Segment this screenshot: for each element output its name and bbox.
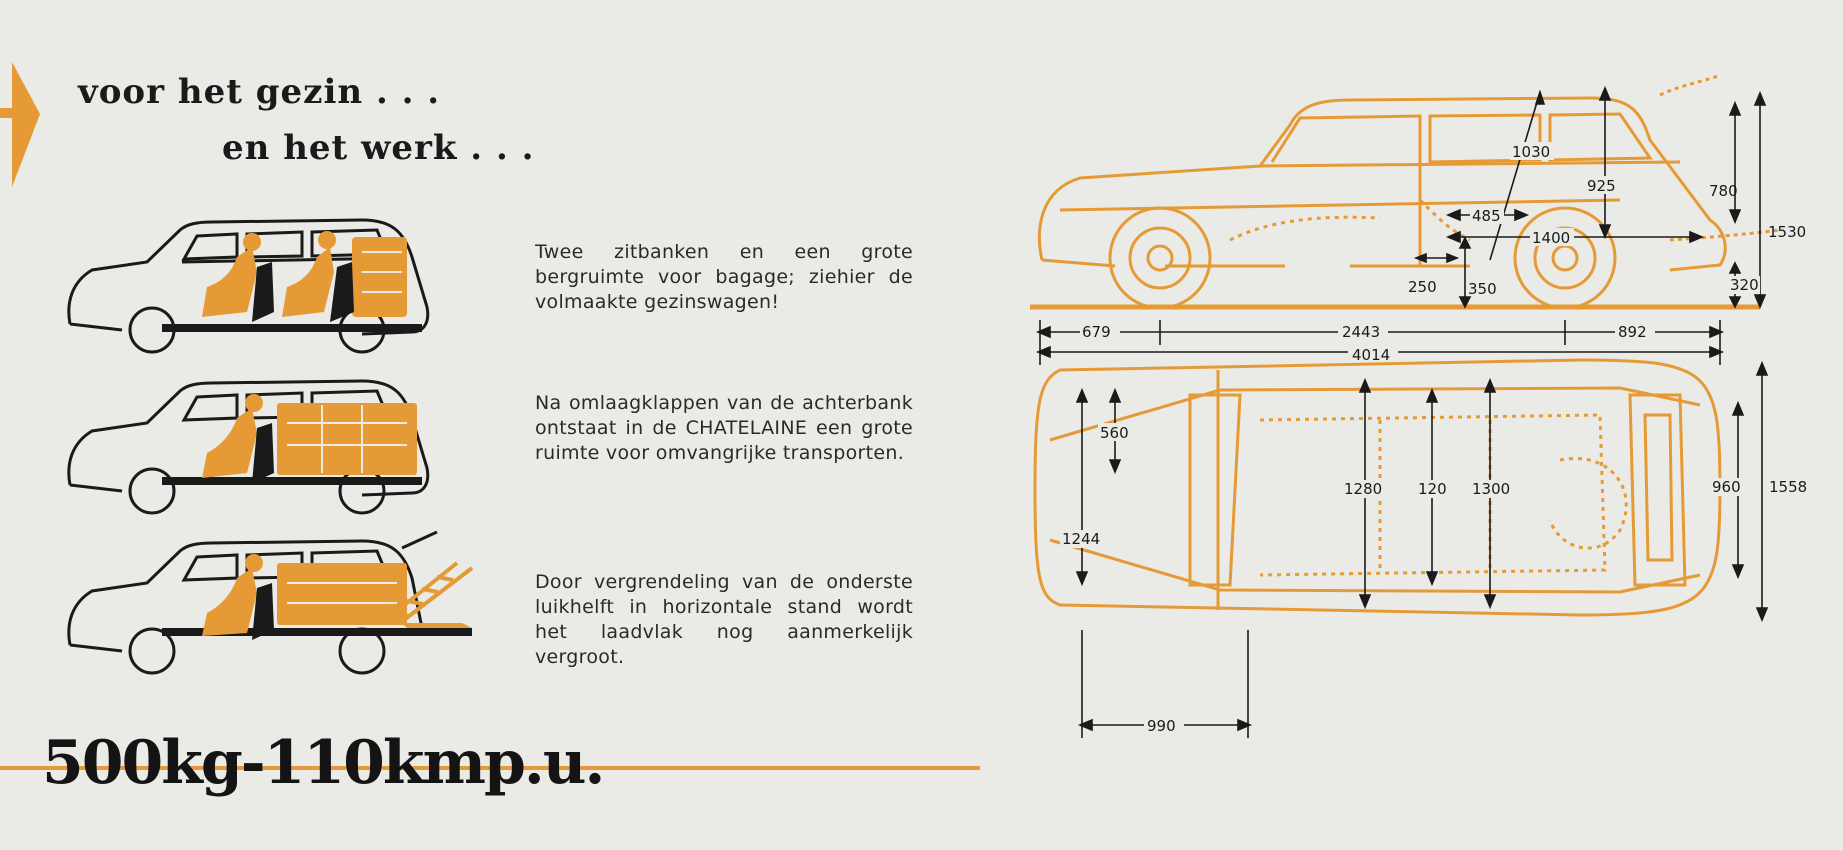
- dim-350: 350: [1468, 280, 1497, 298]
- spec-underline: [0, 766, 980, 770]
- dim-560: 560: [1100, 424, 1129, 442]
- car-illustration-extended-load: [67, 530, 474, 675]
- spec-payload-speed: 500kg-110kmp.u.: [42, 728, 605, 798]
- dim-892: 892: [1618, 323, 1647, 341]
- dim-925: 925: [1587, 177, 1616, 195]
- paragraph-cargo: Na omlaagklappen van de achterbank ontst…: [535, 392, 913, 464]
- dim-4014: 4014: [1352, 346, 1390, 364]
- dim-679: 679: [1082, 323, 1111, 341]
- car-illustration-cargo: [67, 379, 430, 515]
- top-view: 560 1280 120 1300 960 1558 1244 990: [1033, 358, 1807, 738]
- dim-1030: 1030: [1512, 143, 1550, 161]
- heading-work: en het werk . . .: [222, 128, 535, 168]
- dim-960: 960: [1712, 478, 1741, 496]
- dim-990: 990: [1147, 717, 1176, 735]
- dim-2443: 2443: [1342, 323, 1380, 341]
- dim-1558: 1558: [1769, 478, 1807, 496]
- dimension-drawing: 1030 925 780 1530 485 1400 250 350 320 6…: [1030, 73, 1807, 738]
- dim-250: 250: [1408, 278, 1437, 296]
- dim-1244: 1244: [1062, 530, 1100, 548]
- dim-780: 780: [1709, 182, 1738, 200]
- dim-1300: 1300: [1472, 480, 1510, 498]
- dim-120: 120: [1418, 480, 1447, 498]
- dim-1400: 1400: [1532, 229, 1570, 247]
- dim-1530: 1530: [1768, 223, 1806, 241]
- car-illustration-passengers: [67, 218, 430, 354]
- dim-1280: 1280: [1344, 480, 1382, 498]
- paragraph-extended: Door vergrendeling van de onderste luikh…: [535, 571, 913, 668]
- paragraph-family: Twee zitbanken en een grote bergruimte v…: [535, 241, 913, 313]
- orange-arrow-marker: [0, 62, 40, 187]
- dim-320: 320: [1730, 276, 1759, 294]
- side-view: 1030 925 780 1530 485 1400 250 350 320 6…: [1030, 73, 1806, 365]
- heading-family: voor het gezin . . .: [78, 72, 441, 112]
- dim-485: 485: [1472, 207, 1501, 225]
